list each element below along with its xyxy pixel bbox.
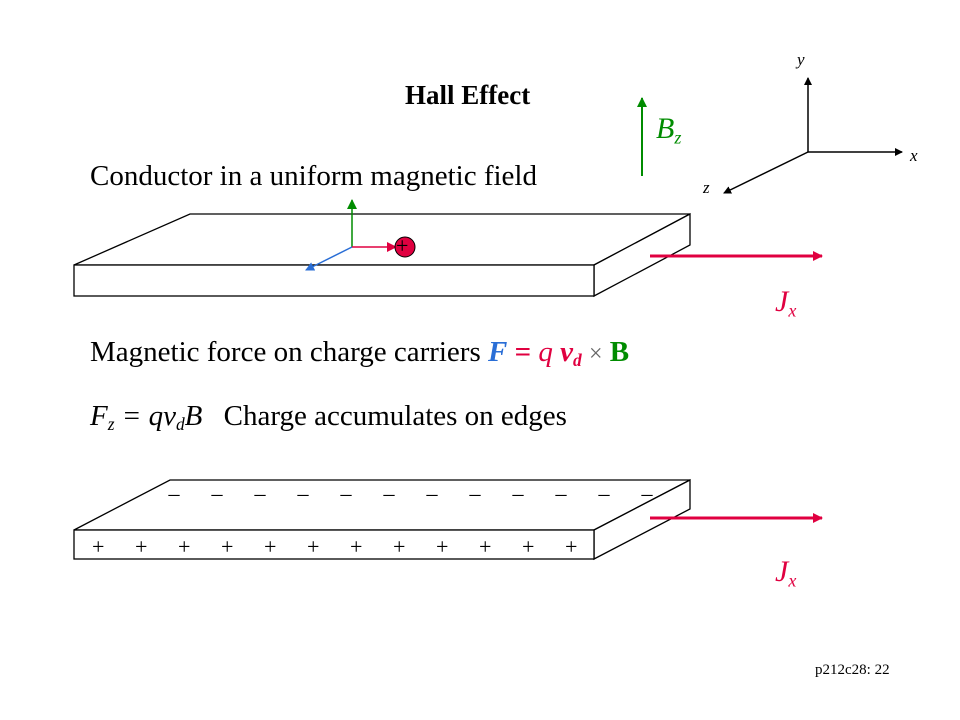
negative-charge: _: [254, 473, 267, 498]
current-label-bottom: Jx: [775, 555, 797, 591]
positive-charge: +: [392, 534, 407, 559]
fz-equation-line: Fz = qvdB Charge accumulates on edges: [90, 400, 567, 435]
positive-charge: +: [478, 534, 493, 559]
positive-charge: +: [349, 534, 364, 559]
equals-sign: =: [514, 336, 532, 368]
negative-charge: _: [598, 473, 611, 498]
negative-charge-row: _ _ _ _ _ _ _ _ _ _ _ _: [168, 473, 654, 498]
coordinate-axes: [723, 77, 903, 194]
positive-charge-row: + + + + + + + + + + + +: [91, 534, 579, 559]
negative-charge: _: [297, 473, 310, 498]
z-axis-label: z: [703, 178, 710, 197]
positive-charge: +: [306, 534, 321, 559]
carrier-plus-symbol: +: [396, 233, 409, 258]
fz-rhs: qvdB: [148, 400, 203, 435]
negative-charge: _: [168, 473, 181, 498]
negative-charge: _: [383, 473, 396, 498]
positive-charge: +: [220, 534, 235, 559]
slide-title: Hall Effect: [405, 80, 531, 110]
positive-charge: +: [91, 534, 106, 559]
positive-charge: +: [177, 534, 192, 559]
velocity-symbol: vd: [560, 336, 582, 371]
fz-symbol: Fz: [90, 400, 115, 435]
force-text: Magnetic force on charge carriers: [90, 336, 481, 368]
slide-footer: p212c28: 22: [815, 662, 890, 678]
force-equation-line: Magnetic force on charge carriers F = q …: [90, 336, 629, 371]
charge-accumulation-text: Charge accumulates on edges: [223, 400, 567, 432]
negative-charge: _: [555, 473, 568, 498]
positive-charge: +: [435, 534, 450, 559]
negative-charge: _: [211, 473, 224, 498]
positive-charge: +: [263, 534, 278, 559]
y-axis-label: y: [797, 50, 805, 69]
negative-charge: _: [469, 473, 482, 498]
field-symbol: B: [609, 336, 630, 368]
cross-product-symbol: ×: [588, 341, 603, 367]
fz-equals: =: [114, 400, 149, 432]
positive-charge: +: [134, 534, 149, 559]
negative-charge: _: [641, 473, 654, 498]
force-symbol: F: [488, 336, 508, 368]
carrier-force-arrow: [305, 246, 353, 271]
conductor-slab-bottom: [73, 478, 691, 561]
field-label: Bz: [656, 112, 682, 148]
charge-symbol: q: [538, 336, 553, 368]
conductor-slab-top: [73, 212, 691, 298]
positive-charge: +: [521, 534, 536, 559]
negative-charge: _: [426, 473, 439, 498]
intro-text: Conductor in a uniform magnetic field: [90, 160, 537, 192]
positive-charge: +: [564, 534, 579, 559]
current-label-top: Jx: [775, 285, 797, 321]
x-axis-label: x: [910, 146, 918, 165]
negative-charge: _: [512, 473, 525, 498]
charge-carrier: [394, 236, 416, 258]
negative-charge: _: [340, 473, 353, 498]
